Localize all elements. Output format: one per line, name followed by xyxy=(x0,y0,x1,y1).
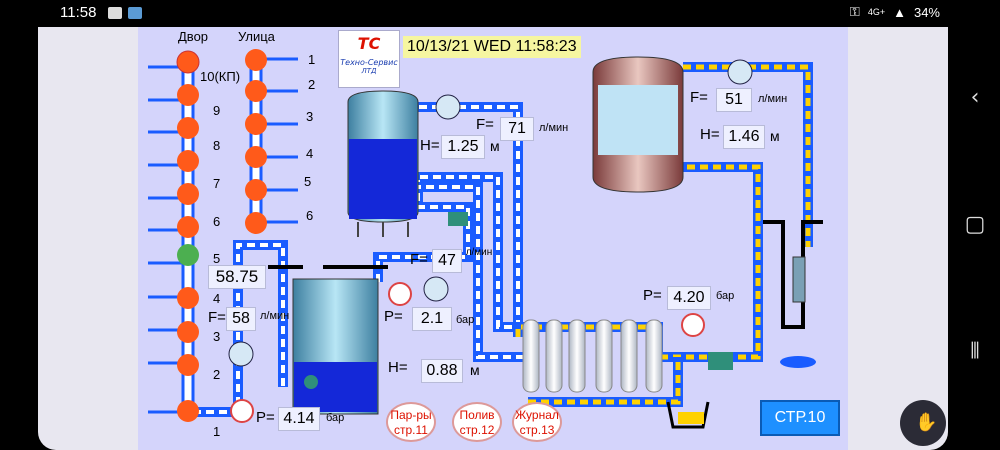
yard-valve-label: 1 xyxy=(213,424,221,439)
mid-pressure-value: 2.1 xyxy=(412,307,452,331)
filter-bank xyxy=(522,319,663,393)
logo-name: Техно-Сервис xyxy=(340,58,398,67)
tank3-flow-value: 51 xyxy=(716,88,752,112)
filter-pressure-value: 4.20 xyxy=(667,286,711,310)
flow-meters xyxy=(228,59,753,367)
yard-valve-label: 10(КП) xyxy=(200,69,241,84)
tank1-flow-value: 71 xyxy=(500,117,534,141)
yard-valve-label: 9 xyxy=(213,103,221,118)
home-icon[interactable]: ▢ xyxy=(964,212,986,237)
key-icon: ⚿ xyxy=(849,4,860,19)
street-label: Улица xyxy=(238,29,275,44)
video-icon xyxy=(108,7,122,19)
tank1-f-label: F= xyxy=(476,116,494,133)
mid-f-label: F= xyxy=(410,251,428,268)
status-right: ⚿ 4G+ ▲ 34% xyxy=(850,4,940,20)
logo-suffix: ЛТД xyxy=(361,67,377,75)
left-p-unit: бар xyxy=(326,412,345,424)
tank3-h-unit: м xyxy=(770,128,780,144)
left-pressure-value: 4.14 xyxy=(278,407,320,431)
left-flow-value: 58 xyxy=(226,307,256,331)
network-label: 4G+ xyxy=(867,7,886,17)
left-p-label: P= xyxy=(256,409,275,426)
left-f-unit: л/мин xyxy=(260,310,290,322)
tank1-f-unit: л/мин xyxy=(539,122,569,134)
battery-label: 34% xyxy=(913,4,940,20)
params-button[interactable]: Пар-ры стр.11 xyxy=(386,402,436,442)
street-valves xyxy=(245,49,267,234)
drain-pit xyxy=(666,401,710,429)
scada-panel: Двор Улица 10(КП) 9 8 7 6 5 4 3 2 1 1 2 … xyxy=(138,27,848,450)
yard-valve-label: 3 xyxy=(213,329,221,344)
branch-pipes xyxy=(148,57,298,414)
watering-button[interactable]: Полив стр.12 xyxy=(452,402,502,442)
left-f-label: F= xyxy=(208,309,226,326)
tank2-level-value: 0.88 xyxy=(421,359,463,383)
yard-valve-label: 5 xyxy=(213,251,221,266)
touch-assist-button[interactable]: ✋ xyxy=(900,400,946,446)
left-level-value: 58.75 xyxy=(208,265,266,289)
status-bar: 11:58 ⚿ 4G+ ▲ 34% xyxy=(0,0,1000,27)
back-icon[interactable]: ‹ xyxy=(970,85,980,110)
yard-valve-label: 2 xyxy=(213,367,221,382)
company-logo: ТС Техно-Сервис ЛТД xyxy=(338,30,400,88)
yard-valve-label: 4 xyxy=(213,291,221,306)
street-valve-label: 2 xyxy=(308,77,316,92)
yard-valve-label: 7 xyxy=(213,176,221,191)
scada-diagram xyxy=(148,49,823,429)
mid-flow-value: 47 xyxy=(432,249,462,273)
tank-2 xyxy=(268,265,388,415)
yard-valve-label: 6 xyxy=(213,214,221,229)
mid-p-label: P= xyxy=(384,308,403,325)
datetime-display: 10/13/21 WED 11:58:23 xyxy=(403,36,581,58)
tank-3 xyxy=(592,56,684,193)
hand-icon: ✋ xyxy=(915,412,938,433)
android-nav-bar: ‹ ▢ ⦀ xyxy=(948,27,1000,450)
tank2-h-label: H= xyxy=(388,359,408,376)
tank-1 xyxy=(347,90,419,237)
tank1-h-label: H= xyxy=(420,137,440,154)
street-valve-label: 3 xyxy=(306,109,314,124)
yard-valves xyxy=(176,50,200,422)
tank3-level-value: 1.46 xyxy=(723,125,765,149)
tank1-level-value: 1.25 xyxy=(441,135,485,159)
pumps xyxy=(304,212,733,389)
page-button[interactable]: СТР.10 xyxy=(760,400,840,436)
street-valve-label: 1 xyxy=(308,52,316,67)
filter-p-label: P= xyxy=(643,287,662,304)
recents-icon[interactable]: ⦀ xyxy=(970,339,980,364)
logo-mark: ТС xyxy=(357,34,381,53)
well xyxy=(763,220,823,368)
street-valve-label: 6 xyxy=(306,208,314,223)
status-time: 11:58 xyxy=(60,4,97,21)
tank3-f-label: F= xyxy=(690,89,708,106)
yard-label: Двор xyxy=(178,29,209,44)
signal-icon: ▲ xyxy=(893,4,906,20)
street-valve-label: 4 xyxy=(306,146,314,161)
mid-f-unit: л/мин xyxy=(465,247,493,258)
tank3-f-unit: л/мин xyxy=(758,93,788,105)
pressure-gauges xyxy=(230,282,705,423)
tank2-h-unit: м xyxy=(470,362,480,378)
street-valve-label: 5 xyxy=(304,174,312,189)
yard-valve-label: 8 xyxy=(213,138,221,153)
journal-button[interactable]: Журнал стр.13 xyxy=(512,402,562,442)
tank3-h-label: H= xyxy=(700,126,720,143)
drain-water xyxy=(678,412,704,424)
filter-p-unit: бар xyxy=(716,290,735,302)
gallery-icon xyxy=(128,7,142,19)
tank1-h-unit: м xyxy=(490,138,500,154)
mid-p-unit: бар xyxy=(456,314,475,326)
